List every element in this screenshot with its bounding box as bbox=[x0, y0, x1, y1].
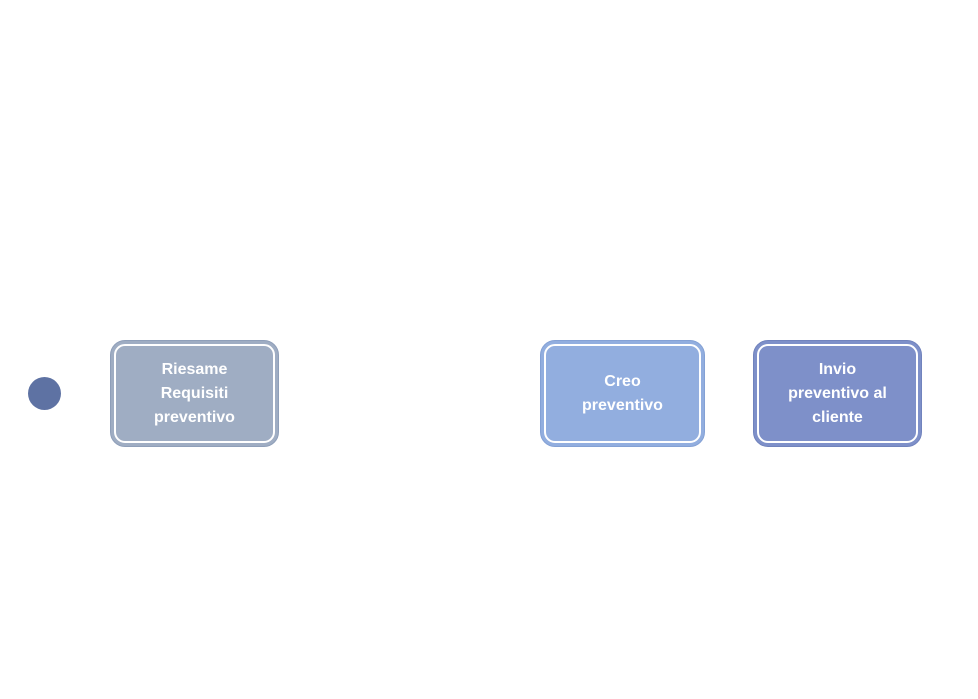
task-label-line: Requisiti bbox=[160, 384, 229, 402]
task-label: Riesame Requisiti preventivo bbox=[154, 358, 235, 430]
task-label-line: Riesame bbox=[161, 360, 228, 378]
task-label-line: Invio bbox=[818, 360, 857, 378]
task-label-line: preventivo al bbox=[788, 384, 887, 402]
task-invio-preventivo-cliente[interactable]: Invio preventivo al cliente bbox=[753, 340, 922, 447]
task-riesame-requisiti-preventivo[interactable]: Riesame Requisiti preventivo bbox=[110, 340, 279, 447]
task-label-line: cliente bbox=[812, 408, 863, 426]
task-label: Invio preventivo al cliente bbox=[788, 358, 887, 430]
task-label-line: Creo bbox=[604, 372, 641, 390]
task-label: Creo preventivo bbox=[582, 370, 663, 418]
start-event-circle[interactable] bbox=[28, 377, 61, 410]
task-label-line: preventivo bbox=[582, 396, 663, 414]
task-label-line: preventivo bbox=[154, 408, 235, 426]
task-creo-preventivo[interactable]: Creo preventivo bbox=[540, 340, 705, 447]
